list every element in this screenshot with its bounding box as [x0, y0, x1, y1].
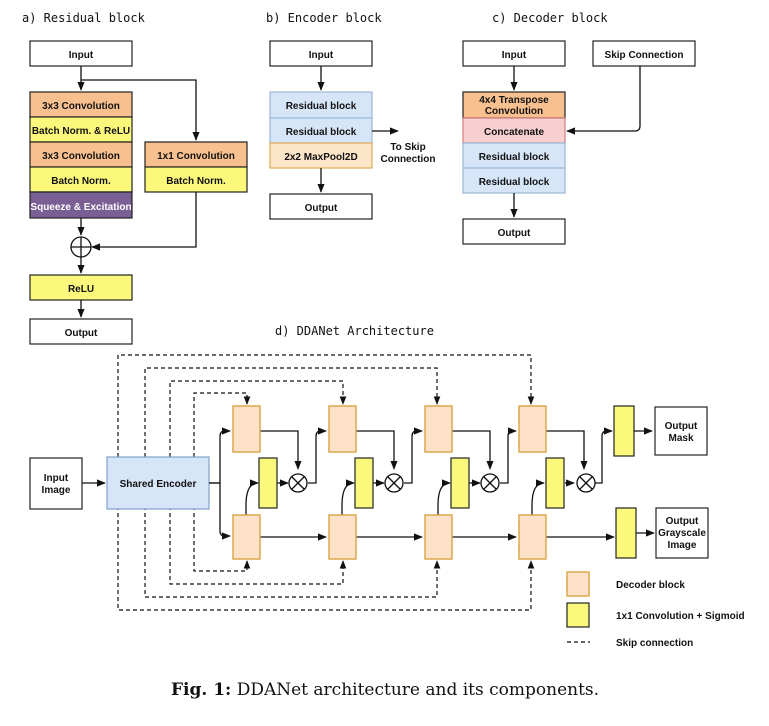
decoder-block-top-4: [518, 405, 547, 453]
res-conv2-label: 3x3 Convolution: [42, 151, 120, 162]
ddanet-input-label-1: Input: [44, 473, 69, 484]
enc-pool-box: [269, 142, 373, 169]
figure-caption: Fig. 1: DDANet architecture and its comp…: [171, 680, 599, 700]
res-se-box: [29, 191, 133, 219]
decoder-block-bottom-1: [232, 514, 261, 560]
decoder-block-bottom-4: [518, 514, 547, 560]
sigmoid-block-2: [354, 457, 374, 509]
enc-output-box: [269, 193, 373, 220]
legend: Decoder block 1x1 Convolution + Sigmoid …: [566, 571, 745, 649]
res-output-box: [29, 318, 133, 345]
dec-output-box: [462, 218, 566, 245]
shared-encoder-label: Shared Encoder: [120, 479, 197, 490]
dec-transpose-label-2: Convolution: [485, 106, 543, 117]
final-sigmoid-gray: [615, 507, 637, 559]
output-gray-label-3: Image: [668, 540, 697, 551]
output-mask-label-1: Output: [665, 421, 698, 432]
add-icon: [70, 236, 92, 258]
final-sigmoid-mask: [613, 405, 635, 457]
residual-block-panel: a) Residual block Input 3x3 Convolution …: [22, 11, 248, 345]
caption-text: DDANet architecture and its components.: [231, 680, 599, 700]
dec-res1-label: Residual block: [479, 152, 550, 163]
output-mask-label-2: Mask: [668, 433, 693, 444]
res-skip-bn-box: [144, 166, 248, 193]
legend-decoder-swatch: [566, 571, 590, 597]
dec-res2-box: [462, 167, 566, 194]
dec-transpose-box: [462, 91, 566, 119]
res-conv1-box: [29, 91, 133, 118]
res-conv1-label: 3x3 Convolution: [42, 101, 120, 112]
dec-concat-label: Concatenate: [484, 127, 544, 138]
enc-res1-label: Residual block: [286, 101, 357, 112]
encoder-block-panel: b) Encoder block Input Residual block Re…: [266, 11, 436, 220]
sigmoid-block-1: [258, 457, 278, 509]
dec-concat-box: [462, 117, 566, 144]
enc-output-label: Output: [305, 203, 338, 214]
enc-res1-box: [269, 91, 373, 119]
dec-transpose-label-1: 4x4 Transpose: [479, 95, 549, 106]
decoder-block-top-2: [328, 405, 357, 453]
caption-bold: Fig. 1:: [171, 680, 231, 700]
multiply-icon-1: [288, 473, 308, 493]
dec-skip-label: Skip Connection: [605, 50, 684, 61]
sigmoid-block-3: [450, 457, 470, 509]
residual-block-title: a) Residual block: [22, 11, 146, 25]
output-gray-box: [655, 507, 709, 559]
decoder-block-top-3: [424, 405, 453, 453]
res-skip-conv-box: [144, 141, 248, 168]
enc-pool-label: 2x2 MaxPool2D: [284, 152, 357, 163]
encoder-block-title: b) Encoder block: [266, 11, 382, 25]
res-skip-conv-label: 1x1 Convolution: [157, 151, 235, 162]
sigmoid-block-4: [545, 457, 565, 509]
enc-to-skip-label-1: To Skip: [390, 142, 425, 153]
res-relu-label: ReLU: [68, 284, 94, 295]
output-gray-label-1: Output: [666, 516, 699, 527]
shared-encoder-box: [106, 456, 210, 510]
enc-res2-label: Residual block: [286, 127, 357, 138]
multiply-icon-4: [576, 473, 596, 493]
ddanet-input-box: [29, 457, 83, 510]
enc-input-box: [269, 40, 373, 67]
enc-to-skip-label-2: Connection: [381, 154, 436, 165]
res-output-label: Output: [65, 328, 98, 339]
ddanet-input-label-2: Image: [42, 485, 71, 496]
res-bn-label: Batch Norm.: [51, 176, 111, 187]
dec-res1-box: [462, 142, 566, 169]
dec-input-box: [462, 40, 566, 67]
res-bn-box: [29, 166, 133, 193]
enc-res2-box: [269, 117, 373, 144]
output-gray-label-2: Grayscale: [658, 528, 706, 539]
dec-skip-box: [592, 40, 696, 67]
dec-output-label: Output: [498, 228, 531, 239]
legend-sigmoid-swatch: [566, 602, 590, 628]
ddanet-title: d) DDANet Architecture: [275, 324, 434, 338]
legend-sigmoid-label: 1x1 Convolution + Sigmoid: [616, 611, 745, 622]
decoder-block-top-1: [232, 405, 261, 453]
multiply-icon-3: [480, 473, 500, 493]
decoder-block-bottom-3: [424, 514, 453, 560]
decoder-block-bottom-2: [328, 514, 357, 560]
dec-input-label: Input: [502, 50, 527, 61]
ddanet-panel: d) DDANet Architecture Input Image Share…: [29, 324, 709, 611]
legend-decoder-label: Decoder block: [616, 580, 685, 591]
dec-res2-label: Residual block: [479, 177, 550, 188]
output-mask-box: [654, 406, 708, 456]
res-skip-bn-label: Batch Norm.: [166, 176, 226, 187]
res-input-box: [29, 40, 133, 67]
enc-input-label: Input: [309, 50, 334, 61]
res-se-label: Squeeze & Excitation: [30, 202, 131, 213]
res-input-label: Input: [69, 50, 94, 61]
multiply-icon-2: [384, 473, 404, 493]
decoder-block-title: c) Decoder block: [492, 11, 608, 25]
res-bnrelu-label: Batch Norm. & ReLU: [32, 126, 130, 137]
decoder-block-panel: c) Decoder block Input Skip Connection 4…: [462, 11, 696, 245]
legend-skip-label: Skip connection: [616, 638, 693, 649]
